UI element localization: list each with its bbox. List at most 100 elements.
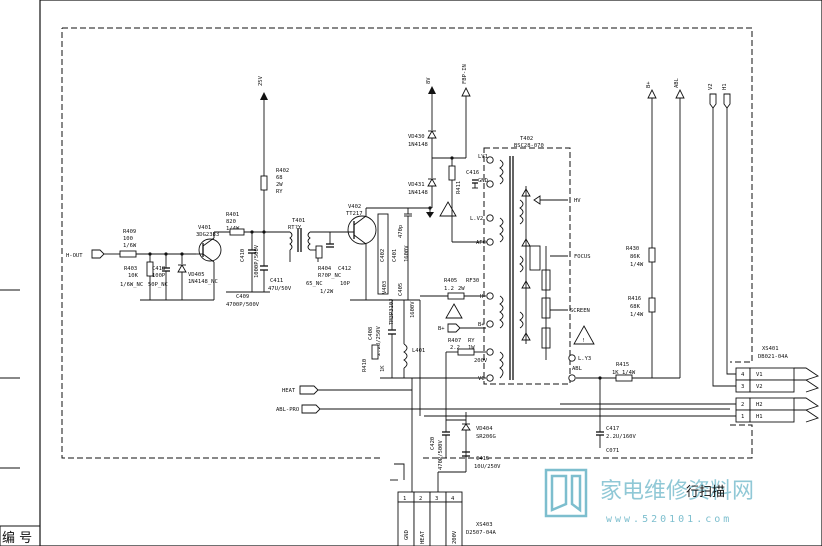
xs403-pin-heat: HEAT bbox=[420, 530, 426, 544]
vd404-val: SR206G bbox=[476, 434, 496, 440]
fbp-arrow-icon bbox=[461, 86, 471, 97]
r416 bbox=[648, 297, 656, 313]
c420-ref: C420 bbox=[430, 437, 436, 450]
heat-label: HEAT bbox=[282, 388, 296, 394]
r407-val: 2.2 bbox=[450, 345, 460, 351]
r416-rating: 1/4W bbox=[630, 312, 644, 318]
t402-pin-ly3: L.Y3 bbox=[578, 356, 591, 362]
xs403-pin-gnd: GND bbox=[404, 530, 410, 540]
t402-pin-bplus: B+ bbox=[478, 322, 485, 328]
c410-ref: C410 bbox=[240, 249, 246, 262]
rail-25v-label: 25V bbox=[258, 75, 264, 86]
t401-ref: T401 bbox=[292, 218, 305, 224]
c415-ref: C415 bbox=[476, 456, 489, 462]
r402-rating: 2W bbox=[276, 182, 283, 188]
vd404-ref: VD404 bbox=[476, 426, 493, 432]
t402-hv-label: HV bbox=[574, 198, 581, 204]
xs401-pin-v1: V1 bbox=[756, 372, 763, 378]
svg-text:3: 3 bbox=[435, 496, 438, 502]
c411-val: 47U/50V bbox=[268, 286, 292, 292]
r416-ref: R416 bbox=[628, 296, 641, 302]
section-title: 行扫描 bbox=[686, 485, 725, 500]
r409 bbox=[119, 250, 137, 258]
h1-port bbox=[723, 93, 731, 109]
t401-val: RT?Y bbox=[288, 225, 302, 231]
r430-ref: R430 bbox=[626, 246, 639, 252]
r402 bbox=[260, 175, 268, 191]
r402-ref: R402 bbox=[276, 168, 289, 174]
abl-rail bbox=[675, 88, 685, 378]
c408-val: 2.2U/250V bbox=[376, 326, 382, 356]
h-out-label: H-OUT bbox=[66, 253, 83, 259]
c071-ref: C071 bbox=[606, 448, 619, 454]
heat-port bbox=[299, 385, 319, 395]
vd405 bbox=[177, 264, 187, 273]
watermark-logo-icon bbox=[544, 468, 588, 518]
c402-ref: C402 bbox=[380, 249, 386, 262]
xs401-part: DB021-04A bbox=[758, 354, 788, 360]
t402-part: BSC28-070 bbox=[514, 143, 544, 149]
r402-val: 68 bbox=[276, 175, 283, 181]
r405-rating: 2W bbox=[458, 286, 465, 292]
r430-rating: 1/4W bbox=[630, 262, 644, 268]
focus-pot bbox=[529, 245, 541, 271]
t402-primary-windings bbox=[499, 159, 504, 379]
r415-ref: R415 bbox=[616, 362, 629, 368]
c405-ref: C405 bbox=[398, 283, 404, 296]
r416-val: 68K bbox=[630, 304, 641, 310]
svg-text:1: 1 bbox=[741, 414, 744, 420]
c417-ref: C417 bbox=[606, 426, 619, 432]
v401 bbox=[198, 238, 222, 262]
svg-text:1: 1 bbox=[403, 496, 406, 502]
xs403-ref: XS403 bbox=[476, 522, 493, 528]
title-block-label: 编 号 bbox=[2, 531, 32, 546]
page-frame bbox=[39, 0, 822, 546]
r404-val: R?0P_NC bbox=[318, 273, 341, 279]
r405 bbox=[447, 292, 465, 300]
r415-val: 1K bbox=[612, 370, 619, 376]
r411 bbox=[448, 165, 456, 181]
svg-text:4: 4 bbox=[451, 496, 455, 502]
v401-part: 3DG2383 bbox=[196, 232, 219, 238]
abl-pro-label: ABL-PRO bbox=[276, 407, 299, 413]
h1-port-label: H1 bbox=[722, 83, 728, 90]
abl-pro-port bbox=[301, 404, 321, 414]
t402-pin-afc: AFC bbox=[476, 240, 486, 246]
fbp-label: FBP-IN bbox=[462, 64, 468, 84]
r403-rating: 1/6W_NC bbox=[120, 282, 143, 288]
c417-val: 2.2U/160V bbox=[606, 434, 636, 440]
c410-val: 1000P/500V bbox=[254, 244, 260, 278]
r415-rating: 1/4W bbox=[622, 370, 636, 376]
r410 bbox=[371, 344, 379, 360]
bplus-rail-label: B+ bbox=[646, 81, 652, 88]
c409-val: 4700P/500V bbox=[226, 302, 260, 308]
xs401-ref: XS401 bbox=[762, 346, 779, 352]
t402-pin-lv1: LV1 bbox=[478, 154, 488, 160]
xs401-pin-h1: H1 bbox=[756, 414, 763, 420]
bplus-rail-arrow-icon bbox=[647, 88, 657, 110]
r409-ref: R409 bbox=[123, 229, 136, 235]
v2-port-label: V2 bbox=[708, 83, 714, 90]
c416-ref: C416 bbox=[466, 170, 479, 176]
xs401-pin-h2: H2 bbox=[756, 402, 763, 408]
t402-pin-200v: 200V bbox=[474, 358, 488, 364]
t402-screen-label: SCREEN bbox=[570, 308, 590, 314]
t402-outline bbox=[483, 147, 571, 385]
warning-icon bbox=[573, 325, 595, 345]
rail-8v-label: 8V bbox=[426, 77, 432, 84]
v402-ref: V402 bbox=[348, 204, 361, 210]
r410-val: 1K bbox=[380, 365, 386, 372]
c418-val: 100P bbox=[152, 273, 166, 279]
r405-val: 1.2 bbox=[444, 286, 454, 292]
bplus-label: B+ bbox=[438, 326, 445, 332]
r411-ref: R411 bbox=[456, 181, 462, 194]
vd430-ref: VD430 bbox=[408, 134, 425, 140]
r401 bbox=[229, 228, 245, 236]
r404-ref: R404 bbox=[318, 266, 332, 272]
t402-pin-gnd: GND bbox=[478, 178, 488, 184]
r403-ref: R403 bbox=[124, 266, 137, 272]
c418-rating: 50P_NC bbox=[148, 282, 168, 288]
vd405-ref: VD405 bbox=[188, 272, 205, 278]
xs401-pin-v2: V2 bbox=[756, 384, 763, 390]
